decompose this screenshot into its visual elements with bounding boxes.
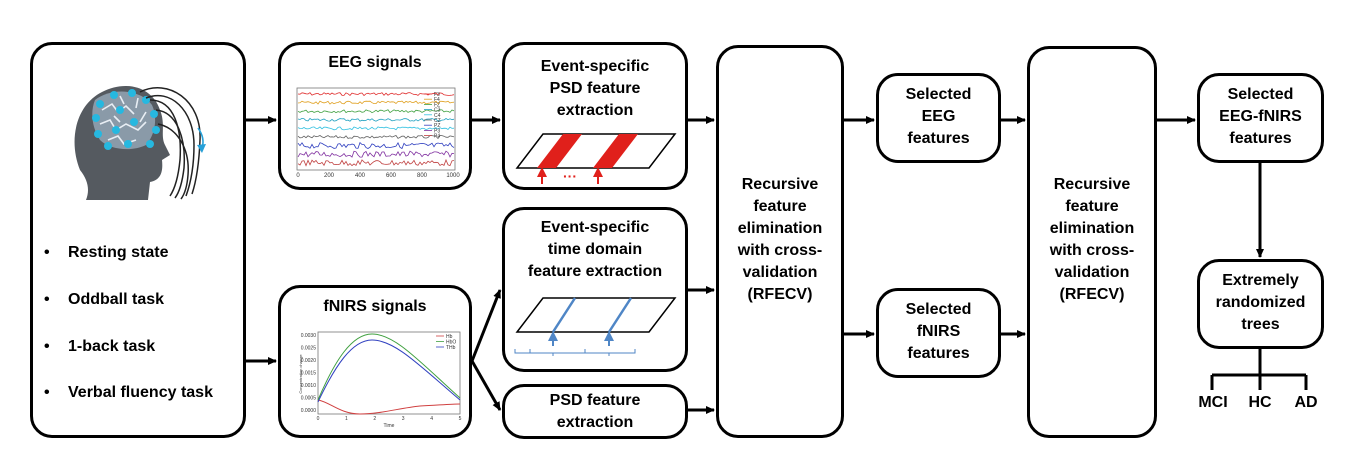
eeg-trace	[297, 117, 455, 122]
classifier-label: Extremely randomized trees	[1215, 272, 1306, 333]
eeg-trace	[297, 158, 455, 167]
eeg-psd-label: Event-specific PSD feature extraction	[540, 58, 650, 119]
fnirs-y-tick: 0.0010	[301, 383, 317, 389]
output-mci: MCI	[1198, 394, 1228, 411]
fnirs-x-tick: 5	[459, 416, 462, 422]
fnirs-legend-label: THb	[446, 345, 456, 351]
eeg-legend-label: C4	[434, 113, 441, 119]
head-icon	[74, 86, 206, 200]
rfecv1-label: Recursive feature elimination with cross…	[737, 176, 823, 303]
fnirs-y-tick: 0.0030	[301, 333, 317, 339]
eeg-legend-label: CZ	[434, 118, 441, 124]
classifier-box	[1197, 259, 1324, 349]
fnirs-y-tick: 0.0020	[301, 358, 317, 364]
eeg-x-tick: 800	[417, 173, 428, 179]
fnirs-thb-curve	[317, 339, 461, 403]
time-event-illustration	[514, 297, 677, 356]
eeg-legend-label: C3	[434, 108, 441, 114]
selected-combined-label: Selected EEG-fNIRS features	[1219, 86, 1302, 147]
fnirs-plot: 0.0030 0.0025 0.0020 0.0015 0.0010 0.0005 0.00…	[298, 331, 462, 429]
eeg-trace	[297, 126, 455, 131]
eeg-legend-label: PZ	[434, 123, 440, 129]
connector-arrows	[246, 116, 1308, 414]
eeg-x-tick: 1000	[446, 173, 460, 179]
rfecv1-box	[716, 45, 844, 438]
fnirs-xlabel: Time	[384, 423, 395, 429]
output-tree	[1210, 349, 1308, 390]
selected-fnirs-label: Selected fNIRS features	[905, 301, 972, 362]
selected-fnirs-box	[876, 288, 1001, 378]
eeg-trace	[297, 150, 455, 158]
fnirs-psd-box	[502, 384, 688, 439]
task-item: •Resting state	[44, 244, 169, 261]
psd-dots: ···	[563, 168, 577, 184]
fnirs-signals-label: fNIRS signals	[323, 298, 427, 315]
fnirs-legend-label: Hb	[446, 334, 453, 340]
arrow-fnirs-to-psd	[470, 360, 502, 411]
fnirs-y-tick: 0.0025	[301, 346, 317, 352]
arrow-fnirs-to-time	[470, 289, 502, 362]
eeg-legend-label: F4	[434, 97, 440, 103]
eeg-trace	[297, 109, 455, 114]
fnirs-x-tick: 3	[402, 416, 405, 422]
eeg-x-tick: 0	[296, 173, 300, 179]
psd-event-illustration: ···	[515, 133, 677, 184]
fnirs-x-tick: 0	[317, 416, 320, 422]
rfecv2-label: Recursive feature elimination with cross…	[1049, 176, 1135, 303]
fnirs-x-tick: 2	[373, 416, 376, 422]
eeg-trace	[297, 100, 455, 105]
fnirs-time-box	[502, 207, 688, 372]
rfecv2-box	[1027, 46, 1157, 438]
task-item: •Verbal fluency task	[44, 384, 213, 401]
eeg-x-tick: 600	[386, 173, 397, 179]
eeg-trace	[297, 135, 455, 140]
output-hc: HC	[1248, 394, 1272, 411]
output-ad: AD	[1294, 394, 1318, 411]
eeg-trace	[297, 92, 455, 97]
selected-eeg-box	[876, 73, 1001, 163]
eeg-legend-label: FZ	[434, 102, 440, 108]
eeg-x-tick: 200	[324, 173, 335, 179]
eeg-trace	[297, 141, 455, 150]
fnirs-x-tick: 1	[345, 416, 348, 422]
eeg-legend-label: P3	[434, 128, 440, 134]
fnirs-time-label: Event-specific time domain feature extra…	[527, 219, 663, 280]
fnirs-y-tick: 0.0005	[301, 396, 317, 402]
eeg-legend-label: F3	[434, 92, 440, 98]
eeg-legend-label: P4	[434, 134, 440, 140]
fnirs-x-tick: 4	[430, 416, 433, 422]
fnirs-hbo-curve	[317, 333, 461, 401]
task-item: •1-back task	[44, 338, 156, 355]
fnirs-ylabel: Concentration change	[298, 354, 303, 394]
task-item: •Oddball task	[44, 291, 165, 308]
eeg-signals-label: EEG signals	[328, 54, 422, 71]
fnirs-hb-curve	[317, 399, 461, 415]
fnirs-signals-box	[278, 285, 472, 438]
selected-eeg-label: Selected EEG features	[905, 86, 972, 147]
fnirs-psd-label: PSD feature extraction	[549, 392, 641, 431]
eeg-x-tick: 400	[355, 173, 366, 179]
fnirs-legend-label: HbO	[446, 340, 456, 346]
fnirs-y-tick: 0.0000	[301, 408, 317, 414]
fnirs-y-tick: 0.0015	[301, 371, 317, 377]
eeg-psd-box	[502, 42, 688, 190]
selected-combined-box	[1197, 73, 1324, 163]
